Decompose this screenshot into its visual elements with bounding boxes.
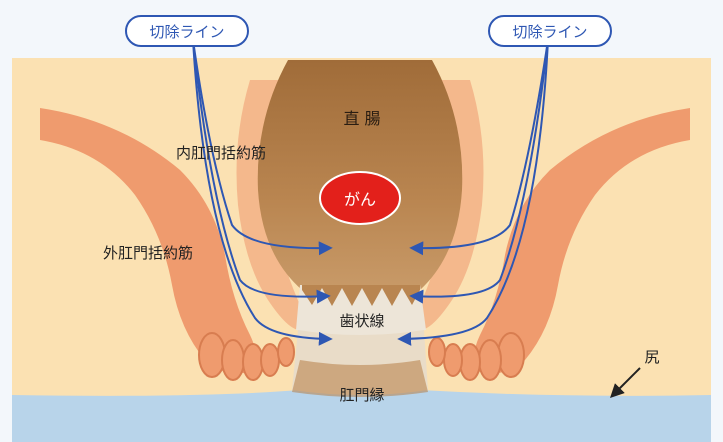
rectum-label: 直 腸 <box>343 109 380 128</box>
external-sphincter-label: 外肛門括約筋 <box>103 244 193 262</box>
cut-line-left-label: 切除ライン <box>149 23 224 41</box>
anal-verge-label: 肛門縁 <box>339 386 384 404</box>
cut-line-right-label: 切除ライン <box>512 23 587 41</box>
dentate-line-label: 歯状線 <box>339 312 384 330</box>
internal-sphincter-label: 内肛門括約筋 <box>176 144 266 162</box>
cancer-label: がん <box>344 190 376 209</box>
buttocks-label: 尻 <box>644 348 659 366</box>
